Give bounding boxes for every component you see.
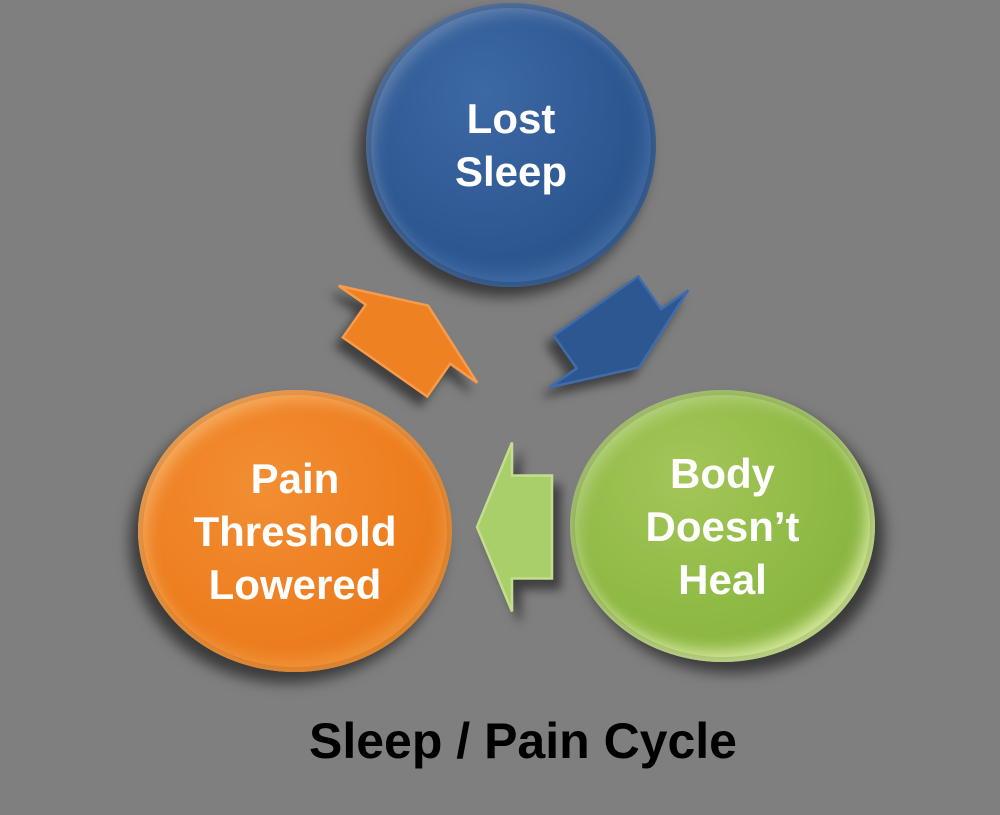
label-line: Heal (678, 555, 767, 603)
node-body-doesnt-heal: Body Doesn’t Heal (570, 390, 875, 662)
block-arrow-up-right-icon (338, 284, 479, 399)
node-pain-threshold-lowered-label: Pain Threshold Lowered (193, 452, 396, 611)
label-line: Lowered (208, 560, 382, 608)
node-lost-sleep-label: Lost Sleep (455, 92, 567, 198)
diagram-title: Sleep / Pain Cycle (309, 713, 737, 769)
label-line: Body (669, 449, 775, 497)
block-arrow-down-right-icon (549, 274, 690, 389)
label-line: Lost (466, 95, 556, 142)
label-line: Sleep (454, 148, 568, 195)
node-pain-threshold-lowered: Pain Threshold Lowered (138, 390, 452, 672)
block-arrow-left-icon (475, 442, 554, 612)
label-line: Pain (250, 454, 340, 502)
node-body-doesnt-heal-label: Body Doesn’t Heal (645, 447, 799, 606)
arrow-lost-to-heal-icon (549, 274, 690, 389)
arrow-heal-to-pain-icon (475, 442, 554, 612)
arrow-pain-to-lost-icon (338, 284, 479, 399)
label-line: Threshold (193, 507, 397, 555)
node-lost-sleep: Lost Sleep (366, 3, 656, 287)
label-line: Doesn’t (645, 502, 800, 550)
